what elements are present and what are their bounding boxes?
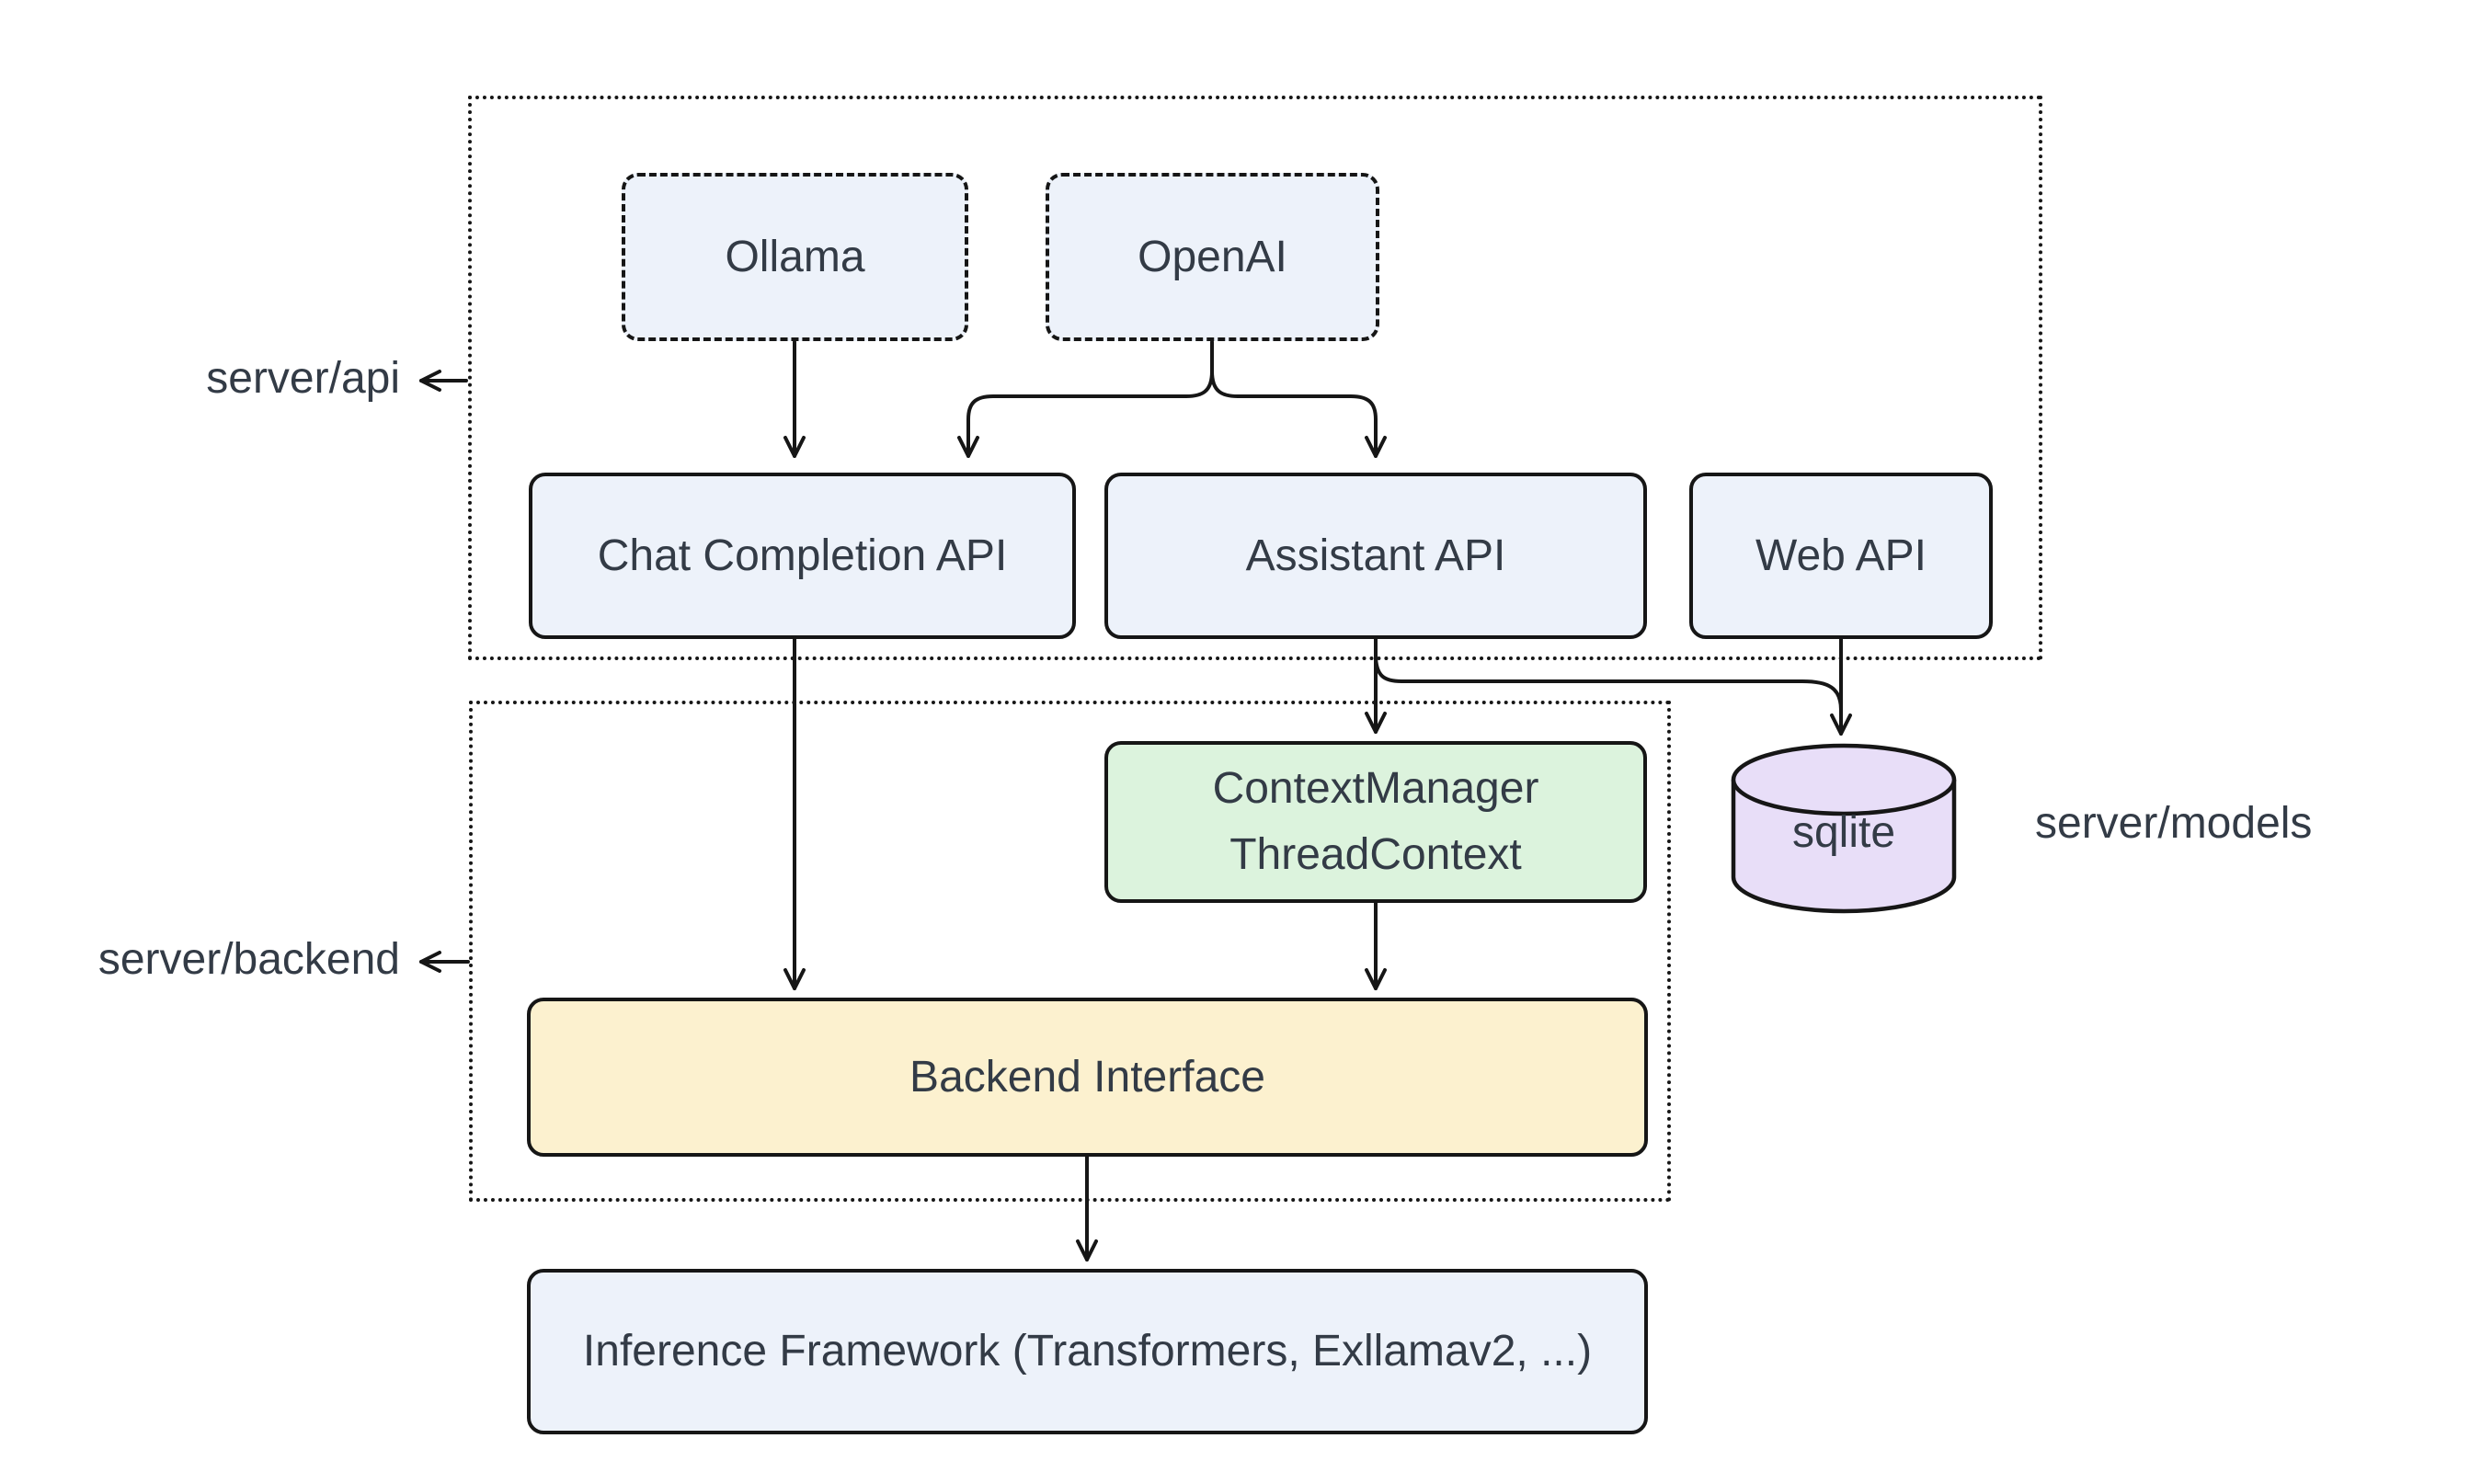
context-manager-line1: ContextManager — [1212, 764, 1539, 813]
node-ollama: Ollama — [622, 173, 968, 341]
context-manager-line2: ThreadContext — [1229, 830, 1522, 879]
server-api-label: server/api — [206, 354, 400, 403]
database-cylinder-icon — [1731, 743, 1957, 914]
node-openai-label: OpenAI — [1138, 232, 1287, 281]
node-openai: OpenAI — [1046, 173, 1379, 341]
node-web-api-label: Web API — [1755, 531, 1927, 580]
edge-openai-to-assistant — [1210, 370, 1387, 458]
node-chat-completion-api-label: Chat Completion API — [597, 531, 1008, 580]
server-backend-container — [469, 701, 1671, 1202]
node-sqlite-label: sqlite — [1791, 808, 1896, 857]
server-api-container — [468, 96, 2042, 660]
server-backend-label: server/backend — [97, 935, 400, 984]
node-inference-framework: Inference Framework (Transformers, Exlla… — [527, 1269, 1648, 1434]
edge-openai-to-chat-completion — [957, 340, 1214, 458]
node-chat-completion-api: Chat Completion API — [529, 473, 1076, 639]
node-web-api: Web API — [1689, 473, 1993, 639]
edge-assistant-to-sqlite — [1374, 653, 1843, 712]
node-assistant-api: Assistant API — [1104, 473, 1647, 639]
node-backend-interface: Backend Interface — [527, 998, 1648, 1157]
node-inference-framework-label: Inference Framework (Transformers, Exlla… — [582, 1327, 1593, 1376]
node-ollama-label: Ollama — [725, 232, 865, 281]
node-context-manager-label: ContextManager ThreadContext — [1213, 756, 1539, 888]
node-assistant-api-label: Assistant API — [1245, 531, 1506, 580]
server-models-label: server/models — [2035, 799, 2313, 848]
node-context-manager: ContextManager ThreadContext — [1104, 741, 1647, 903]
node-sqlite-database: sqlite — [1729, 741, 1959, 918]
node-backend-interface-label: Backend Interface — [909, 1052, 1265, 1102]
